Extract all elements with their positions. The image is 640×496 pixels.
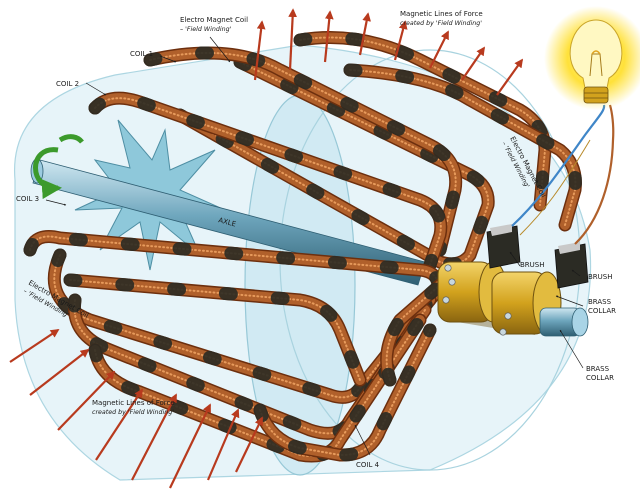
leader-lines [45, 36, 584, 456]
field-arrow-11 [57, 370, 116, 431]
coil-2-label: COIL 2 [56, 80, 79, 88]
field-arrow-15 [206, 408, 240, 481]
field-arrow-4 [358, 12, 371, 56]
coil-winding-10 [253, 323, 437, 462]
coil-winding-11 [380, 278, 447, 387]
coil-winding-3 [88, 91, 448, 272]
lamp-wires [511, 104, 615, 245]
coil-4-label: COIL 4 [356, 461, 380, 469]
field-arrow-7 [461, 46, 485, 81]
lines-top-label-line1: Magnetic Lines of Force [400, 10, 483, 18]
field-coil-top-label-line2: – 'Field Winding' [180, 26, 232, 33]
brush-1-label: BRUSH [520, 261, 545, 269]
field-arrow-14 [169, 403, 211, 489]
field-arrow-12 [95, 388, 143, 461]
coil-3-label: COIL 3 [16, 195, 39, 203]
lines-bottom-label-line1: Magnetic Lines of Force [92, 399, 175, 407]
field-arrow-5 [393, 20, 408, 61]
field-arrow-6 [429, 30, 449, 69]
collar-rivets [442, 264, 512, 336]
brass-collar-2-label-line2: COLLAR [586, 374, 614, 382]
field-arrow-2 [288, 8, 298, 71]
coil-winding-7 [47, 248, 437, 404]
brass-collar-2-label-line1: BRASS [586, 365, 610, 373]
brass-collar-1-label-line2: COLLAR [588, 307, 616, 315]
field-arrow-13 [131, 393, 177, 481]
axle-end [539, 307, 589, 337]
brush-1 [486, 224, 521, 269]
field-arrow-8 [496, 58, 524, 96]
lines-bottom-label-line2: created by 'Field Winding' [92, 408, 174, 416]
coil-winding-12 [63, 273, 367, 387]
brush-2-label: BRUSH [588, 273, 613, 281]
light-bulb-icon [544, 6, 640, 110]
field-arrow-1 [253, 20, 266, 81]
field-arrow-9 [9, 329, 60, 363]
coil-winding-2 [143, 46, 463, 257]
field-arrow-16 [235, 416, 263, 473]
curved-arrow-icon [33, 134, 84, 200]
lines-top-label-line2: created by 'Field Winding' [400, 19, 482, 27]
brush-2 [554, 242, 589, 289]
coil-winding-5 [343, 63, 582, 232]
magnetic-field-arrows [9, 8, 524, 489]
field-coil-top-label-line1: Electro Magnet Coil [180, 16, 248, 24]
coil-1-label: COIL 1 [130, 50, 153, 58]
commutator-assembly [437, 224, 589, 337]
brass-collar-1-label-line1: BRASS [588, 298, 612, 306]
field-arrow-3 [323, 10, 334, 63]
field-arrow-10 [29, 348, 90, 396]
